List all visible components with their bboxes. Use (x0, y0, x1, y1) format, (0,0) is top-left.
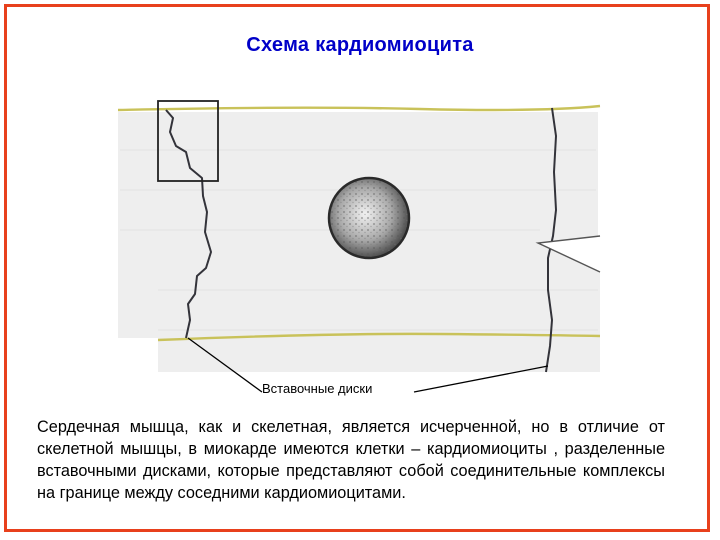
body-paragraph: Сердечная мышца, как и скелетная, являет… (37, 418, 665, 502)
highlight-box (157, 100, 219, 182)
upper-membrane (117, 104, 601, 112)
intercalated-disc-left (165, 109, 212, 339)
callout-line-left (187, 337, 263, 393)
callout-line-right (413, 365, 549, 393)
cell-notch (535, 235, 601, 273)
lower-membrane (157, 332, 601, 342)
page-title: Схема кардиомиоцита (246, 34, 474, 56)
nucleus-icon (327, 176, 411, 260)
callout-label: Вставочные диски (262, 381, 373, 396)
